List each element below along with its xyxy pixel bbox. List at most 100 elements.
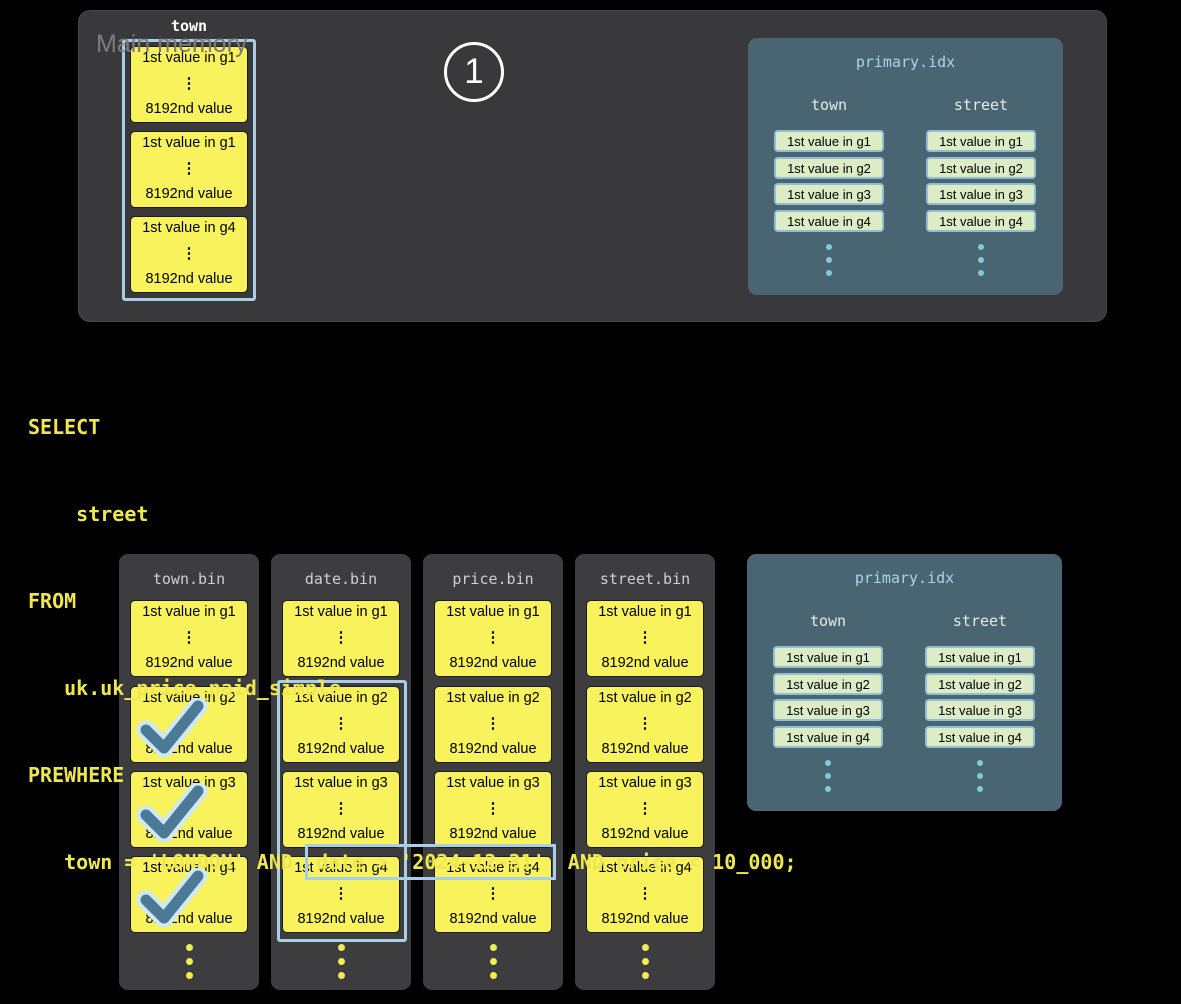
granule-first-value: 1st value in g1 xyxy=(446,604,540,620)
granule-first-value: 1st value in g4 xyxy=(294,860,388,876)
granule-last-value: 8192nd value xyxy=(601,826,689,842)
granule-last-value: 8192nd value xyxy=(297,826,385,842)
bin-file-name: town.bin xyxy=(152,570,226,588)
step-number: 1 xyxy=(464,52,484,91)
granule-first-value: 1st value in g2 xyxy=(598,690,692,706)
vertical-ellipsis-icon: ⋮ xyxy=(181,245,197,262)
granule-last-value: 8192nd value xyxy=(297,741,385,757)
index-entry-chip: 1st value in g4 xyxy=(925,726,1035,748)
granule-block: 1st value in g4 ⋮ 8192nd value xyxy=(434,856,552,933)
primary-idx-title: primary.idx xyxy=(855,53,956,71)
index-entry-chip: 1st value in g4 xyxy=(774,210,884,232)
index-entry-chip: 1st value in g4 xyxy=(926,210,1036,232)
vertical-ellipsis-icon: ⋮ xyxy=(333,715,349,732)
vertical-ellipsis-icon: ⋮ xyxy=(485,885,501,902)
granule-last-value: 8192nd value xyxy=(449,911,537,927)
index-entry-chip: 1st value in g2 xyxy=(926,157,1036,179)
vertical-ellipsis-icon: ⋮ xyxy=(181,160,197,177)
bin-panel-date: date.bin 1st value in g1 ⋮ 8192nd value … xyxy=(271,554,411,990)
step-1-badge: 1 xyxy=(444,42,504,102)
granule-block: 1st value in g4 ⋮ 8192nd value xyxy=(130,216,248,293)
granule-first-value: 1st value in g4 xyxy=(446,860,540,876)
column-header-street: street xyxy=(952,612,1008,630)
vertical-ellipsis-icon: ⋮ xyxy=(333,629,349,646)
index-entry-chip: 1st value in g2 xyxy=(773,673,883,695)
granule-last-value: 8192nd value xyxy=(145,655,233,671)
granule-block: 1st value in g1 ⋮ 8192nd value xyxy=(130,131,248,208)
continuation-dots xyxy=(925,760,1035,792)
granule-first-value: 1st value in g2 xyxy=(446,690,540,706)
granule-last-value: 8192nd value xyxy=(297,655,385,671)
granule-block: 1st value in g2 ⋮ 8192nd value xyxy=(282,686,400,763)
granule-last-value: 8192nd value xyxy=(449,741,537,757)
granule-first-value: 1st value in g1 xyxy=(142,50,236,66)
granule-block: 1st value in g3 ⋮ 8192nd value xyxy=(282,771,400,848)
prewhere-highlight-box: date > '2024-12-31' xyxy=(304,844,556,880)
sql-line: SELECT xyxy=(28,415,101,439)
index-entry-chip: 1st value in g1 xyxy=(773,646,883,668)
bin-panel-street: street.bin 1st value in g1 ⋮ 8192nd valu… xyxy=(575,554,715,990)
column-header-street: street xyxy=(953,96,1009,114)
granule-last-value: 8192nd value xyxy=(601,741,689,757)
granule-last-value: 8192nd value xyxy=(449,655,537,671)
date-granules-highlight-frame xyxy=(277,680,407,942)
granule-block: 1st value in g3 ⋮ 8192nd value xyxy=(434,771,552,848)
continuation-dots xyxy=(575,944,715,979)
granule-first-value: 1st value in g3 xyxy=(598,775,692,791)
vertical-ellipsis-icon: ⋮ xyxy=(333,800,349,817)
continuation-dots xyxy=(423,944,563,979)
vertical-ellipsis-icon: ⋮ xyxy=(333,885,349,902)
granule-last-value: 8192nd value xyxy=(145,271,233,287)
granule-first-value: 1st value in g1 xyxy=(142,604,236,620)
granule-last-value: 8192nd value xyxy=(601,655,689,671)
column-header-town: town xyxy=(810,96,848,114)
vertical-ellipsis-icon: ⋮ xyxy=(181,75,197,92)
granule-last-value: 8192nd value xyxy=(297,911,385,927)
index-entry-chip: 1st value in g3 xyxy=(773,699,883,721)
vertical-ellipsis-icon: ⋮ xyxy=(637,885,653,902)
granule-block: 1st value in g4 ⋮ 8192nd value xyxy=(282,856,400,933)
sql-query: SELECT street FROM uk.uk_price_paid_simp… xyxy=(28,355,797,935)
vertical-ellipsis-icon: ⋮ xyxy=(637,715,653,732)
continuation-dots xyxy=(271,944,411,979)
vertical-ellipsis-icon: ⋮ xyxy=(485,629,501,646)
primary-idx-panel-bottom: primary.idx town street 1st value in g1 … xyxy=(747,554,1062,811)
bin-file-name: date.bin xyxy=(304,570,378,588)
sql-line: uk.uk_price_paid_simple xyxy=(28,676,342,700)
index-entry-chip: 1st value in g3 xyxy=(774,183,884,205)
vertical-ellipsis-icon: ⋮ xyxy=(181,629,197,646)
sql-text-segment: AND price < 10_000; xyxy=(555,850,797,874)
town-column-highlight-frame xyxy=(122,39,256,301)
column-header-town: town xyxy=(809,612,847,630)
granule-block: 1st value in g1 ⋮ 8192nd value xyxy=(130,46,248,123)
granule-first-value: 1st value in g1 xyxy=(598,604,692,620)
index-entry-chip: 1st value in g1 xyxy=(925,646,1035,668)
continuation-dots xyxy=(926,244,1036,276)
bin-file-name: price.bin xyxy=(452,570,534,588)
sql-text-segment: town = 'LONDON' AND xyxy=(28,850,305,874)
sql-line: PREWHERE xyxy=(28,763,125,787)
granule-last-value: 8192nd value xyxy=(145,101,233,117)
index-entry-chip: 1st value in g3 xyxy=(925,699,1035,721)
granule-block: 1st value in g1 ⋮ 8192nd value xyxy=(130,600,248,677)
granule-block: 1st value in g2 ⋮ 8192nd value xyxy=(434,686,552,763)
sql-line: town = 'LONDON' AND date > '2024-12-31' … xyxy=(28,844,797,880)
granule-block: 1st value in g4 ⋮ 8192nd value xyxy=(586,856,704,933)
vertical-ellipsis-icon: ⋮ xyxy=(637,629,653,646)
granule-first-value: 1st value in g4 xyxy=(142,220,236,236)
index-entry-chip: 1st value in g2 xyxy=(925,673,1035,695)
bin-panel-price: price.bin 1st value in g1 ⋮ 8192nd value… xyxy=(423,554,563,990)
granule-last-value: 8192nd value xyxy=(449,826,537,842)
granule-first-value: 1st value in g3 xyxy=(446,775,540,791)
granule-block: 1st value in g3 ⋮ 8192nd value xyxy=(586,771,704,848)
continuation-dots xyxy=(119,944,259,979)
main-memory-label: Main memory xyxy=(96,30,248,58)
granule-first-value: 1st value in g1 xyxy=(142,135,236,151)
granule-first-value: 1st value in g3 xyxy=(294,775,388,791)
sql-line: FROM xyxy=(28,589,77,613)
vertical-ellipsis-icon: ⋮ xyxy=(485,715,501,732)
bin-file-name: street.bin xyxy=(599,570,691,588)
granule-last-value: 8192nd value xyxy=(145,186,233,202)
index-entry-chip: 1st value in g3 xyxy=(926,183,1036,205)
